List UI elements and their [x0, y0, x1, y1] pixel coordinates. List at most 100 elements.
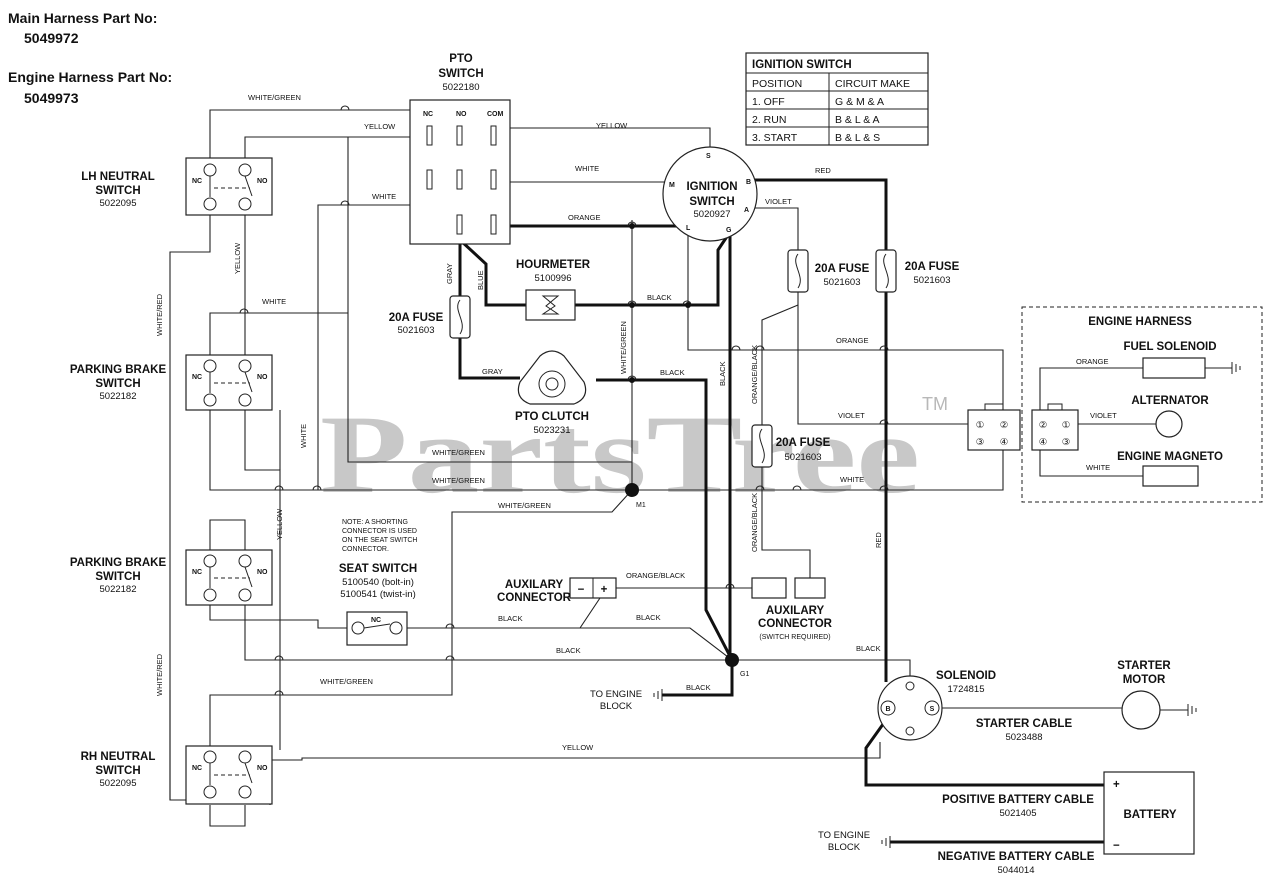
wire-label: VIOLET — [838, 411, 865, 420]
junction-dot — [629, 377, 635, 383]
starter-motor-title: STARTER — [1117, 660, 1171, 672]
fuse-part: 5021603 — [824, 277, 861, 288]
hourmeter-title: HOURMETER — [516, 259, 591, 271]
connector-pin: ③ — [976, 437, 985, 448]
solenoid-part: 1724815 — [948, 684, 985, 695]
wire-label: YELLOW — [364, 122, 396, 131]
battery-plus: + — [1113, 779, 1120, 791]
negative-cable-part: 5044014 — [998, 865, 1035, 876]
engine-harness-number: 5049973 — [24, 90, 79, 106]
hourmeter-part: 5100996 — [535, 273, 572, 284]
wire-label: RED — [815, 166, 831, 175]
starter-motor-title: MOTOR — [1123, 674, 1166, 686]
starter-cable-part: 5023488 — [1006, 732, 1043, 743]
wire-label: WHITE/GREEN — [498, 501, 551, 510]
wire-label: BLACK — [636, 613, 661, 622]
wire-label: WHITE — [1086, 463, 1110, 472]
junction-dot — [629, 302, 635, 308]
wire-label: YELLOW — [562, 743, 594, 752]
aux-connector-title: AUXILARY — [505, 579, 564, 591]
wire-label: WHITE/GREEN — [619, 321, 628, 374]
parking-brake-title: PARKING BRAKE — [70, 557, 167, 569]
parking-brake-title: SWITCH — [95, 378, 140, 390]
engine-magneto-label: ENGINE MAGNETO — [1117, 451, 1223, 463]
ground-icon — [653, 689, 663, 701]
parking-brake-title: SWITCH — [95, 571, 140, 583]
ground-icon — [1187, 704, 1197, 716]
wire-label: BLUE — [476, 270, 485, 290]
ignition-pin-b: B — [746, 179, 751, 186]
pto-switch-title: PTO — [449, 53, 472, 65]
rh-neutral-part: 5022095 — [100, 778, 137, 789]
wire-label: BLACK — [660, 368, 685, 377]
fuse-part: 5021603 — [785, 452, 822, 463]
fuse-red: 20A FUSE 5021603 — [875, 249, 960, 293]
wire-label: BLACK — [686, 683, 711, 692]
engine-block-ground-1: TO ENGINE BLOCK — [590, 689, 663, 712]
seat-switch: NC NOTE: A SHORTING CONNECTOR IS USED ON… — [339, 519, 417, 646]
wire-label: RED — [874, 532, 883, 548]
rh-neutral-title: SWITCH — [95, 765, 140, 777]
switch-nc-label: NC — [192, 765, 202, 772]
node-m1-label: M1 — [636, 502, 646, 509]
wire-label: ORANGE — [568, 213, 601, 222]
pto-clutch-part: 5023231 — [534, 425, 571, 436]
watermark-text: PartsTree — [320, 393, 920, 517]
connector-pin: ② — [1000, 420, 1009, 431]
wire-label: GRAY — [445, 263, 454, 284]
seat-switch-part: 5100541 (twist-in) — [340, 589, 416, 600]
wire-labels: WHITE/GREEN YELLOW YELLOW WHITE WHITE OR… — [155, 93, 1117, 752]
parking-brake-part: 5022182 — [100, 584, 137, 595]
watermark: PartsTree TM — [320, 393, 948, 517]
pto-clutch: PTO CLUTCH 5023231 — [515, 350, 589, 436]
fuse-title: 20A FUSE — [776, 437, 831, 449]
ignition-switch-part: 5020927 — [694, 209, 731, 220]
aux-connector-note: (SWITCH REQUIRED) — [759, 634, 830, 641]
wire-label: ORANGE/BLACK — [750, 493, 759, 552]
parking-brake-title: PARKING BRAKE — [70, 364, 167, 376]
switch-no-label: NO — [257, 374, 268, 381]
switch-no-label: NO — [257, 178, 268, 185]
switch-nc-label: NC — [192, 178, 202, 185]
ground-icon — [1231, 362, 1241, 374]
engine-block-label: TO ENGINE — [818, 830, 870, 841]
battery: + − BATTERY POSITIVE BATTERY CABLE 50214… — [938, 771, 1195, 876]
ignition-switch-table: IGNITION SWITCH POSITION CIRCUIT MAKE 1.… — [745, 52, 929, 146]
seat-switch-note: CONNECTOR. — [342, 546, 389, 553]
solenoid-title: SOLENOID — [936, 670, 996, 682]
header: Main Harness Part No: 5049972 Engine Har… — [8, 10, 172, 106]
wire-label: WHITE/RED — [155, 293, 164, 336]
aux-minus: − — [578, 584, 585, 596]
wire-label: YELLOW — [233, 242, 242, 274]
wire-label: BLACK — [718, 361, 727, 386]
wire-label: WHITE — [840, 475, 864, 484]
main-harness-number: 5049972 — [24, 30, 79, 46]
engine-connector-pin: ④ — [1039, 437, 1048, 448]
rh-neutral-switch: NC NO RH NEUTRAL SWITCH 5022095 — [81, 745, 273, 805]
ignition-switch-title: SWITCH — [689, 196, 734, 208]
wire-label: YELLOW — [275, 508, 284, 540]
junction-dot — [685, 302, 691, 308]
engine-connector-pin: ② — [1039, 420, 1048, 431]
ignition-table-row-position: 3. START — [752, 132, 798, 144]
wire-label: ORANGE/BLACK — [750, 345, 759, 404]
watermark-tm: TM — [922, 394, 948, 414]
wire-label: ORANGE — [836, 336, 869, 345]
seat-switch-title: SEAT SWITCH — [339, 563, 417, 575]
engine-harness-label: Engine Harness Part No: — [8, 69, 172, 85]
seat-switch-nc: NC — [371, 617, 381, 624]
main-harness-label: Main Harness Part No: — [8, 10, 157, 26]
battery-minus: − — [1113, 840, 1120, 852]
parking-brake-part: 5022182 — [100, 391, 137, 402]
lh-neutral-switch: NC NO LH NEUTRAL SWITCH 5022095 — [81, 157, 273, 216]
junction-dot — [629, 223, 635, 229]
hourmeter: HOURMETER 5100996 — [516, 259, 591, 321]
wire-label: WHITE — [299, 424, 308, 448]
wire-label: BLACK — [856, 644, 881, 653]
ground-icon — [881, 836, 891, 848]
wire-label: GRAY — [482, 367, 503, 376]
ignition-switch: S B M A L G IGNITION SWITCH 5020927 — [662, 146, 758, 242]
wire-label: ORANGE — [1076, 357, 1109, 366]
wire-label: VIOLET — [765, 197, 792, 206]
node-g1-label: G1 — [740, 671, 749, 678]
